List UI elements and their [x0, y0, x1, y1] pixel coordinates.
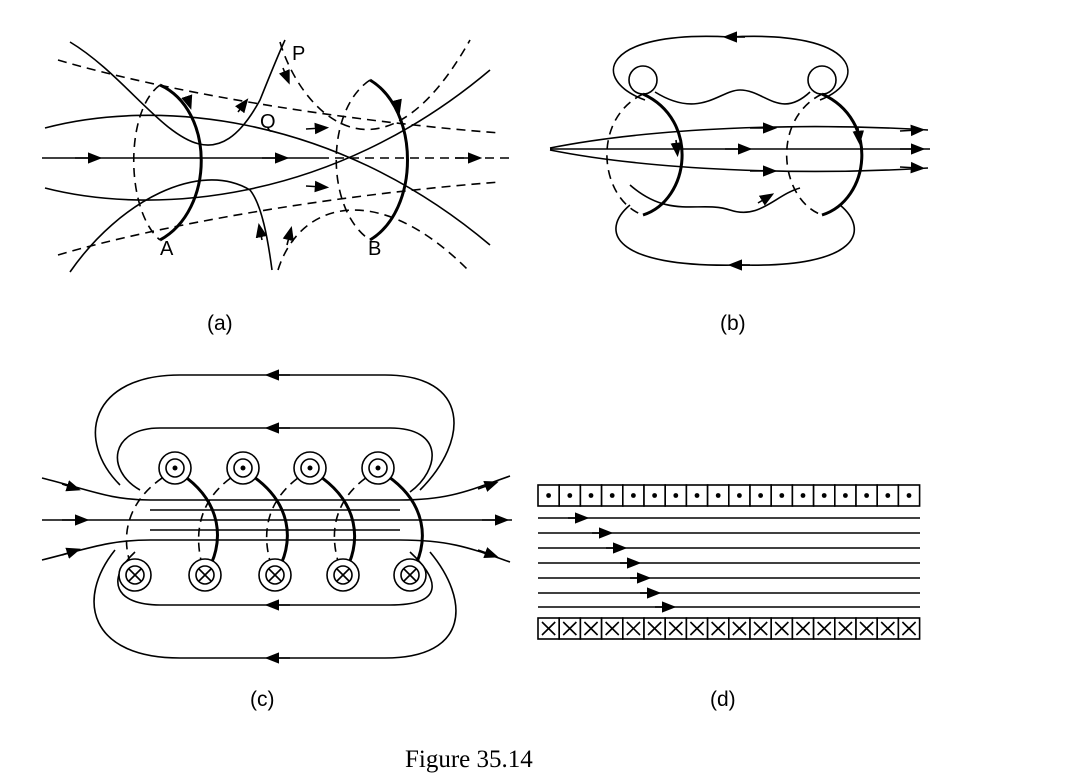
a-field-line-2: [44, 69, 491, 201]
current-out-dot: [885, 493, 891, 498]
current-out-dot: [588, 493, 594, 498]
a-arrow-bottom: [255, 222, 268, 241]
a-field-line-3: [69, 39, 286, 146]
current-out-dot: [546, 493, 551, 498]
d-field-lines: [538, 512, 920, 613]
current-out-dot: [843, 493, 848, 498]
current-out-dot: [906, 493, 912, 498]
current-out-dot: [652, 493, 657, 498]
a-arrow-p: [278, 67, 290, 85]
current-in-cross: [817, 621, 832, 636]
loop-a-back: [132, 84, 161, 241]
b-wave-bottom: [629, 184, 801, 214]
b-wave-top: [654, 89, 811, 105]
current-in-cross: [753, 621, 768, 636]
a-dashed-line-2: [57, 181, 501, 256]
current-in-cross: [668, 621, 683, 636]
c-arrow-field-3: [61, 547, 81, 559]
a-arrow-q2: [305, 180, 330, 193]
b-coil-right-front: [821, 92, 864, 217]
caption-b: (b): [720, 312, 746, 335]
b-wire-left: [628, 65, 658, 95]
c-arrow-field-1: [61, 480, 81, 492]
current-in-cross: [880, 621, 895, 636]
current-in-cross: [859, 621, 874, 636]
current-in-cross: [562, 621, 577, 636]
current-out-dot: [737, 493, 742, 498]
current-in-cross: [689, 621, 705, 636]
current-in-cross: [774, 621, 789, 636]
current-out-dot: [631, 493, 636, 498]
b-coil-right-back: [785, 93, 823, 216]
c-wires-in: [118, 558, 427, 592]
b-outer-bottom: [615, 204, 855, 266]
figure-caption: Figure 35.14: [405, 746, 533, 773]
c-arrow-field-4: [477, 480, 499, 492]
current-out-dot: [758, 493, 763, 498]
panel-d: (d): [537, 484, 921, 711]
caption-d: (d): [710, 688, 736, 711]
loop-a-front: [159, 83, 203, 242]
c-outer-top: [94, 374, 455, 491]
current-in-cross: [711, 621, 726, 636]
current-out-dot: [609, 493, 615, 498]
current-out-dot: [821, 493, 827, 498]
current-out-dot: [673, 493, 679, 498]
b-coil-left-front: [642, 92, 684, 217]
loop-a-arrow: [181, 94, 193, 110]
label-p: P: [292, 43, 305, 65]
b-coil-left-back: [606, 93, 644, 216]
c-inner-bottom: [117, 551, 433, 606]
a-dashed-line-1: [57, 59, 501, 134]
current-out-dot: [800, 493, 806, 498]
current-in-cross: [626, 621, 641, 636]
a-field-line-1: [44, 114, 491, 246]
current-in-cross: [605, 621, 620, 636]
b-arrow-f6: [899, 161, 926, 174]
a-arrow-bottom-2: [282, 226, 294, 246]
b-field-1: [549, 125, 929, 149]
current-out-dot: [779, 493, 785, 498]
a-arrow-top: [235, 98, 249, 114]
current-in-cross: [732, 621, 747, 636]
current-out-dot: [694, 493, 700, 498]
current-in-cross: [647, 621, 662, 636]
label-q: Q: [260, 111, 276, 133]
panel-c: (c): [41, 369, 512, 711]
loop-b-back: [335, 79, 371, 241]
current-in-cross: [541, 621, 556, 636]
caption-c: (c): [250, 688, 275, 711]
label-b: B: [368, 238, 381, 260]
current-out-dot: [864, 493, 869, 498]
d-top-row-dots: [537, 484, 921, 507]
b-field-3: [549, 149, 929, 173]
c-arrow-field-6: [477, 547, 499, 559]
label-a: A: [160, 238, 174, 260]
c-wires-out: [158, 451, 395, 485]
panel-b: (b): [549, 31, 930, 335]
b-arrow-coil-right: [852, 127, 865, 146]
b-arrow-f4: [899, 124, 926, 137]
current-in-cross: [901, 621, 917, 636]
loop-b-front: [369, 78, 409, 242]
d-bottom-row-crosses: [537, 617, 921, 640]
panel-a: P Q A B (a): [42, 39, 512, 335]
a-dashed-line-4: [277, 209, 471, 273]
b-arrow-wave: [757, 193, 775, 206]
current-in-cross: [795, 621, 811, 636]
caption-a: (a): [207, 312, 233, 335]
b-wire-right: [807, 65, 837, 95]
c-field-1: [41, 475, 511, 501]
current-in-cross: [838, 621, 853, 636]
current-out-dot: [715, 493, 721, 498]
current-out-dot: [567, 493, 573, 498]
a-arrow-q1: [305, 122, 330, 135]
current-in-cross: [583, 621, 599, 636]
loop-b-arrow: [390, 98, 402, 114]
a-dashed-line-3: [279, 39, 471, 131]
